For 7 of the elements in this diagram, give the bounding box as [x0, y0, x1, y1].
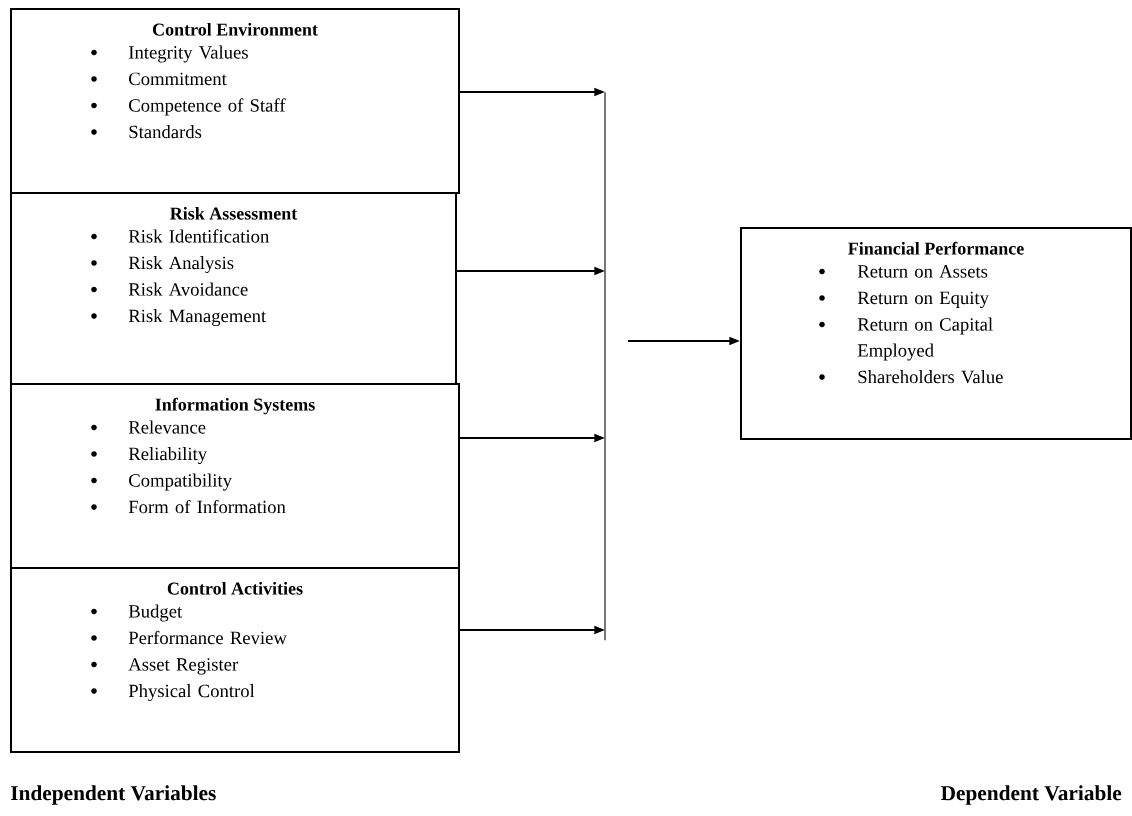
variable-box: Risk Assessment Risk Identification Risk Analysis Risk Avoidance Risk Management — [10, 192, 457, 385]
axis-label: Dependent Variable — [940, 785, 1122, 805]
variable-box: Information Systems Relevance Reliability Compatibility Form of Information — [10, 383, 460, 569]
axis-label: Independent Variables — [11, 785, 216, 805]
variable-box: Financial Performance Return on Assets Return on Equity Return on Capital Employed Shareholders Value — [740, 227, 1132, 440]
variable-box: Control Environment Integrity Values Commitment Competence of Staff Standards — [10, 8, 460, 194]
variable-box: Control Activities Budget Performance Review Asset Register Physical Control — [10, 567, 460, 753]
